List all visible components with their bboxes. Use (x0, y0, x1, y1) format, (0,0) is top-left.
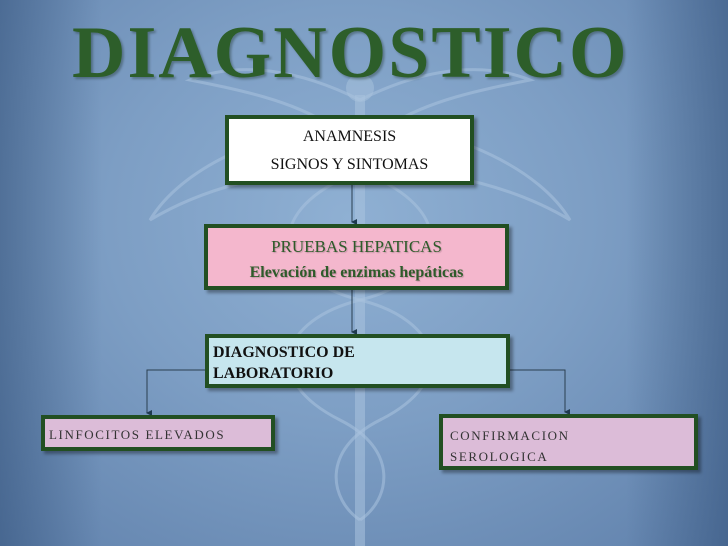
serologica-label: SEROLOGICA (450, 449, 549, 464)
enzimas-hepaticas-label: Elevación de enzimas hepáticas (249, 264, 464, 281)
laboratorio-label: LABORATORIO (213, 365, 334, 382)
arrow-laboratorio-to-confirmacion (510, 369, 570, 415)
linfocitos-elevados-box: LINFOCITOS ELEVADOS (41, 415, 275, 451)
signos-sintomas-label: SIGNOS Y SINTOMAS (270, 156, 429, 173)
page-title: DIAGNOSTICO (72, 12, 629, 94)
confirmacion-label: CONFIRMACION (450, 428, 570, 443)
diagnostico-de-label: DIAGNOSTICO DE (213, 344, 355, 361)
arrow-laboratorio-to-linfocitos (146, 369, 205, 416)
diagnostico-laboratorio-box: DIAGNOSTICO DE LABORATORIO (205, 334, 510, 388)
pruebas-hepaticas-label: PRUEBAS HEPATICAS (271, 237, 442, 256)
anamnesis-label: ANAMNESIS (302, 128, 397, 145)
pruebas-hepaticas-box: PRUEBAS HEPATICAS Elevación de enzimas h… (204, 224, 509, 290)
linfocitos-elevados-label: LINFOCITOS ELEVADOS (49, 427, 226, 442)
anamnesis-box: ANAMNESIS SIGNOS Y SINTOMAS (225, 115, 474, 185)
confirmacion-serologica-box: CONFIRMACION SEROLOGICA (439, 414, 698, 470)
